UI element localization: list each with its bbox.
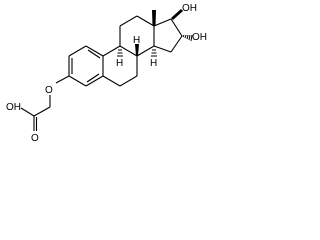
methyl-wedge [152, 10, 156, 26]
bond-c3-o [55, 75, 70, 84]
label-oh-acid: OH [6, 102, 21, 113]
label-oh-17: OH [182, 3, 197, 14]
label-h-8: H [133, 35, 140, 46]
bond-c5 [136, 45, 155, 57]
bond-b5 [102, 75, 121, 87]
bond-ch2-c [33, 106, 51, 117]
h9-hashed-bond [117, 49, 123, 57]
h14-hashed-bond [151, 49, 157, 57]
ring-c [119, 15, 155, 57]
bond-c3 [136, 15, 155, 27]
oh17-wedge [171, 9, 183, 20]
bond-d1 [153, 18, 172, 27]
double-bond-a1 [87, 49, 101, 59]
bond-a6 [68, 45, 87, 57]
structure-canvas: O O OH OH OH H H H [0, 0, 217, 147]
label-oh-16: OH [192, 32, 207, 43]
label-h-9: H [116, 58, 123, 69]
bond-b1 [102, 45, 121, 57]
ring-b [102, 45, 138, 87]
bond-a4 [68, 75, 87, 87]
bond-c-oh [20, 107, 35, 117]
ring-d [153, 18, 183, 53]
bond-d3 [170, 35, 183, 53]
h8-wedge [135, 44, 139, 56]
double-bond-a3 [86, 73, 100, 83]
bond-d2 [170, 18, 183, 37]
ring-a-aromatic [68, 45, 104, 87]
label-o-carbonyl: O [31, 133, 39, 144]
bond-b2 [119, 45, 138, 57]
bond-d4 [153, 45, 172, 53]
bond-c2 [119, 15, 138, 27]
label-h-14: H [150, 58, 157, 69]
bond-b4 [119, 75, 138, 87]
oh16-hashed-bond [182, 34, 193, 42]
estriol-oxyacetic-acid-structure: O O OH OH OH H H H [6, 3, 207, 144]
label-o-ether: O [45, 85, 53, 96]
bond-a1 [85, 45, 104, 57]
bond-a3 [85, 75, 104, 87]
oxyacetic-chain [20, 75, 70, 131]
